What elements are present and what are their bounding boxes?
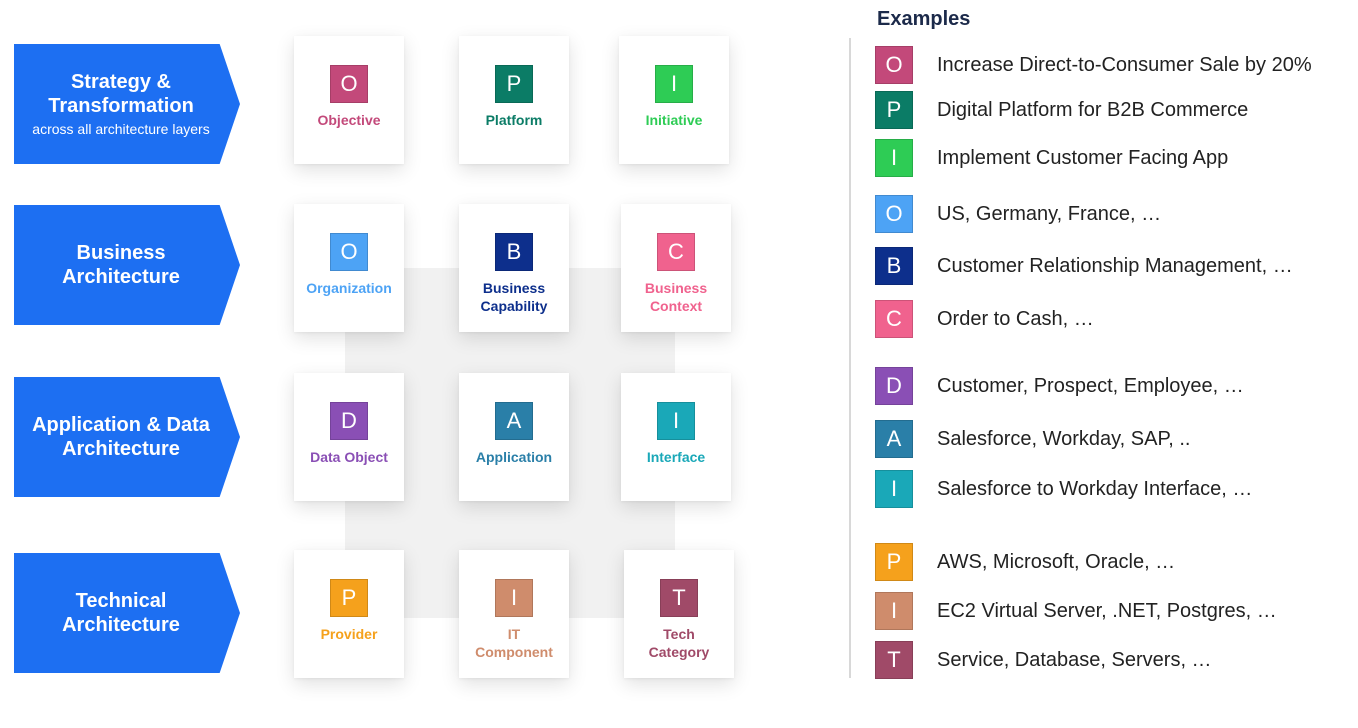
letter-badge: P	[330, 579, 368, 617]
letter-badge: C	[875, 300, 913, 338]
card-label: Interface	[646, 449, 706, 465]
card-interface: I Interface	[621, 373, 731, 501]
letter-badge: D	[330, 402, 368, 440]
letter-badge: O	[875, 46, 913, 84]
examples-title: Examples	[877, 8, 971, 30]
example-text: Customer, Prospect, Employee, …	[937, 374, 1244, 397]
card-it-component: I IT Component	[459, 550, 569, 678]
letter-badge: I	[875, 139, 913, 177]
layer-subtitle: across all architecture layers	[32, 121, 210, 137]
example-text: EC2 Virtual Server, .NET, Postgres, …	[937, 599, 1277, 622]
card-application: A Application	[459, 373, 569, 501]
card-label: Provider	[320, 626, 378, 642]
layer-business-architecture: Business Architecture	[14, 205, 240, 325]
example-item: O Increase Direct-to-Consumer Sale by 20…	[875, 46, 1312, 84]
card-provider: P Provider	[294, 550, 404, 678]
letter-badge: B	[875, 247, 913, 285]
card-label: Business Capability	[480, 280, 548, 314]
example-item: O US, Germany, France, …	[875, 195, 1161, 233]
example-text: Increase Direct-to-Consumer Sale by 20%	[937, 53, 1312, 76]
card-label: Business Context	[644, 280, 708, 314]
layer-title: Application & Data Architecture	[32, 414, 210, 460]
card-label: Objective	[317, 112, 381, 128]
letter-badge: T	[875, 641, 913, 679]
letter-badge: P	[875, 543, 913, 581]
example-item: P Digital Platform for B2B Commerce	[875, 91, 1248, 129]
card-label: Organization	[306, 280, 392, 296]
example-text: Service, Database, Servers, …	[937, 648, 1212, 671]
layer-application-data-architecture: Application & Data Architecture	[14, 377, 240, 497]
letter-badge: I	[657, 402, 695, 440]
layer-title: Technical Architecture	[62, 590, 180, 636]
card-platform: P Platform	[459, 36, 569, 164]
card-objective: O Objective	[294, 36, 404, 164]
example-text: Salesforce, Workday, SAP, ..	[937, 427, 1191, 450]
letter-badge: P	[495, 65, 533, 103]
card-business-capability: B Business Capability	[459, 204, 569, 332]
letter-badge: C	[657, 233, 695, 271]
card-initiative: I Initiative	[619, 36, 729, 164]
example-item: T Service, Database, Servers, …	[875, 641, 1212, 679]
example-item: A Salesforce, Workday, SAP, ..	[875, 420, 1190, 458]
example-item: I Salesforce to Workday Interface, …	[875, 470, 1252, 508]
example-item: D Customer, Prospect, Employee, …	[875, 367, 1244, 405]
example-text: US, Germany, France, …	[937, 202, 1162, 225]
card-label: Initiative	[645, 112, 703, 128]
letter-badge: O	[875, 195, 913, 233]
layer-title: Strategy & Transformation	[48, 71, 194, 117]
card-label: Platform	[485, 112, 543, 128]
card-data-object: D Data Object	[294, 373, 404, 501]
layer-technical-architecture: Technical Architecture	[14, 553, 240, 673]
letter-badge: D	[875, 367, 913, 405]
letter-badge: P	[875, 91, 913, 129]
example-item: I EC2 Virtual Server, .NET, Postgres, …	[875, 592, 1277, 630]
letter-badge: A	[875, 420, 913, 458]
example-item: B Customer Relationship Management, …	[875, 247, 1293, 285]
letter-badge: I	[495, 579, 533, 617]
letter-badge: B	[495, 233, 533, 271]
card-business-context: C Business Context	[621, 204, 731, 332]
card-label: Tech Category	[648, 626, 710, 660]
letter-badge: I	[875, 592, 913, 630]
letter-badge: O	[330, 65, 368, 103]
example-text: Digital Platform for B2B Commerce	[937, 98, 1249, 121]
section-divider	[849, 38, 851, 678]
layer-strategy-transformation: Strategy & Transformation across all arc…	[14, 44, 240, 164]
letter-badge: I	[655, 65, 693, 103]
example-item: C Order to Cash, …	[875, 300, 1094, 338]
example-text: Salesforce to Workday Interface, …	[937, 477, 1253, 500]
layer-title: Business Architecture	[62, 242, 180, 288]
card-organization: O Organization	[294, 204, 404, 332]
example-text: Implement Customer Facing App	[937, 146, 1229, 169]
example-item: I Implement Customer Facing App	[875, 139, 1228, 177]
letter-badge: O	[330, 233, 368, 271]
letter-badge: I	[875, 470, 913, 508]
example-text: Order to Cash, …	[937, 307, 1094, 330]
example-text: AWS, Microsoft, Oracle, …	[937, 550, 1176, 573]
example-text: Customer Relationship Management, …	[937, 254, 1293, 277]
card-label: Data Object	[310, 449, 388, 465]
example-item: P AWS, Microsoft, Oracle, …	[875, 543, 1175, 581]
card-label: IT Component	[475, 626, 553, 660]
letter-badge: T	[660, 579, 698, 617]
letter-badge: A	[495, 402, 533, 440]
card-tech-category: T Tech Category	[624, 550, 734, 678]
card-label: Application	[475, 449, 553, 465]
